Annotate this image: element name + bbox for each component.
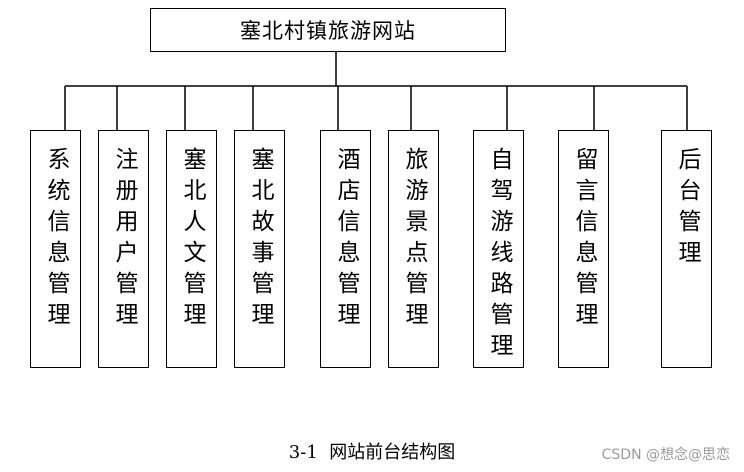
node-backend-management: 后台管理 bbox=[661, 130, 712, 368]
node-message-info-management: 留言信息管理 bbox=[558, 130, 609, 368]
node-stories-management: 塞北故事管理 bbox=[234, 130, 285, 368]
node-label: 后台管理 bbox=[674, 147, 700, 271]
node-label: 塞北故事管理 bbox=[247, 147, 273, 333]
node-scenic-spot-management: 旅游景点管理 bbox=[388, 130, 439, 368]
watermark: CSDN @想念@思恋 bbox=[601, 447, 730, 463]
node-registered-user-management: 注册用户管理 bbox=[98, 130, 149, 368]
node-system-info-management: 系统信息管理 bbox=[30, 130, 81, 368]
root-node: 塞北村镇旅游网站 bbox=[150, 8, 506, 52]
node-humanities-management: 塞北人文管理 bbox=[166, 130, 217, 368]
root-node-label: 塞北村镇旅游网站 bbox=[240, 19, 416, 43]
node-label: 自驾游线路管理 bbox=[486, 147, 512, 364]
node-label: 旅游景点管理 bbox=[401, 147, 427, 333]
node-label: 酒店信息管理 bbox=[333, 147, 359, 333]
figure-caption: 3-1 网站前台结构图 bbox=[288, 442, 456, 463]
node-label: 塞北人文管理 bbox=[179, 147, 205, 333]
node-label: 系统信息管理 bbox=[43, 147, 69, 333]
node-self-drive-route-management: 自驾游线路管理 bbox=[473, 130, 524, 368]
node-label: 留言信息管理 bbox=[571, 147, 597, 333]
node-hotel-info-management: 酒店信息管理 bbox=[320, 130, 371, 368]
node-label: 注册用户管理 bbox=[111, 147, 137, 333]
